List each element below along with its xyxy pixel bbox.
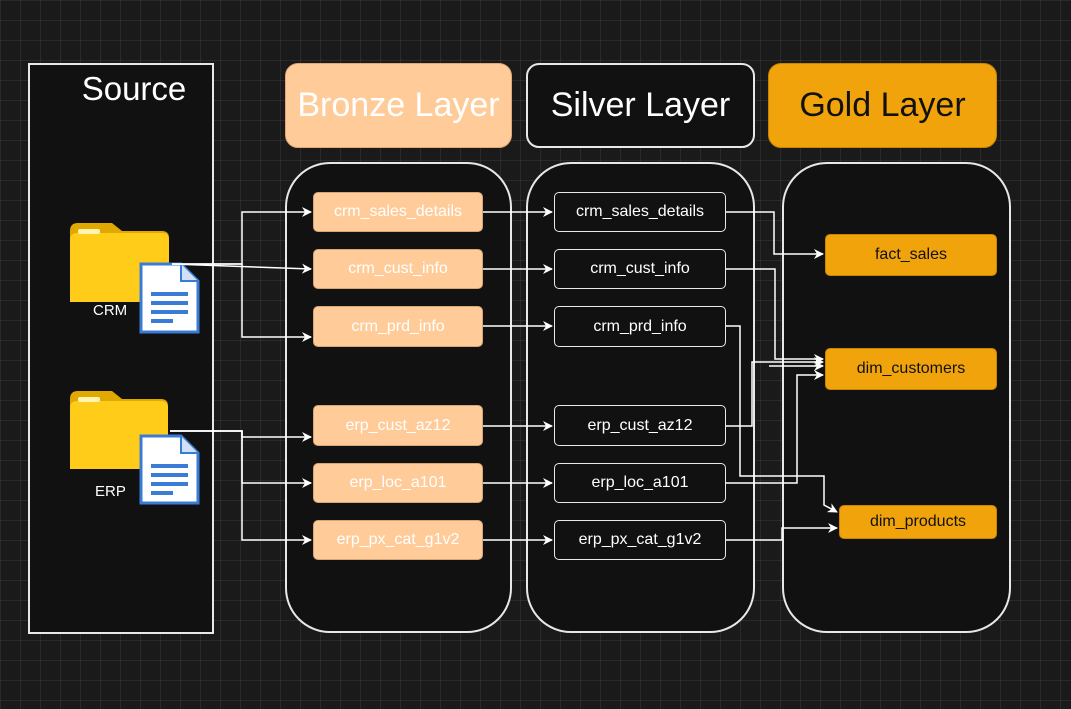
silver-lane: [526, 162, 755, 633]
bronze-node-erp-cust-az12[interactable]: erp_cust_az12: [313, 405, 483, 446]
silver-node-crm-prd-info[interactable]: crm_prd_info: [554, 306, 726, 347]
bronze-node-erp-px-cat-g1v2[interactable]: erp_px_cat_g1v2: [313, 520, 483, 560]
silver-node-erp-loc-a101[interactable]: erp_loc_a101: [554, 463, 726, 503]
source-title: Source: [81, 70, 187, 107]
source-panel: [28, 63, 214, 634]
crm-label: CRM: [93, 302, 128, 319]
silver-node-crm-sales-details[interactable]: crm_sales_details: [554, 192, 726, 232]
gold-node-dim-products[interactable]: dim_products: [839, 505, 997, 539]
gold-layer-header: Gold Layer: [768, 63, 997, 148]
bronze-lane: [285, 162, 512, 633]
bronze-layer-header: Bronze Layer: [285, 63, 512, 148]
bronze-node-crm-sales-details[interactable]: crm_sales_details: [313, 192, 483, 232]
silver-layer-header: Silver Layer: [526, 63, 755, 148]
silver-node-crm-cust-info[interactable]: crm_cust_info: [554, 249, 726, 289]
gold-lane: [782, 162, 1011, 633]
gold-node-dim-customers[interactable]: dim_customers: [825, 348, 997, 390]
gold-node-fact-sales[interactable]: fact_sales: [825, 234, 997, 276]
silver-node-erp-px-cat-g1v2[interactable]: erp_px_cat_g1v2: [554, 520, 726, 560]
bronze-node-crm-cust-info[interactable]: crm_cust_info: [313, 249, 483, 289]
silver-node-erp-cust-az12[interactable]: erp_cust_az12: [554, 405, 726, 446]
bronze-node-erp-loc-a101[interactable]: erp_loc_a101: [313, 463, 483, 503]
erp-label: ERP: [95, 483, 126, 500]
bronze-node-crm-prd-info[interactable]: crm_prd_info: [313, 306, 483, 347]
